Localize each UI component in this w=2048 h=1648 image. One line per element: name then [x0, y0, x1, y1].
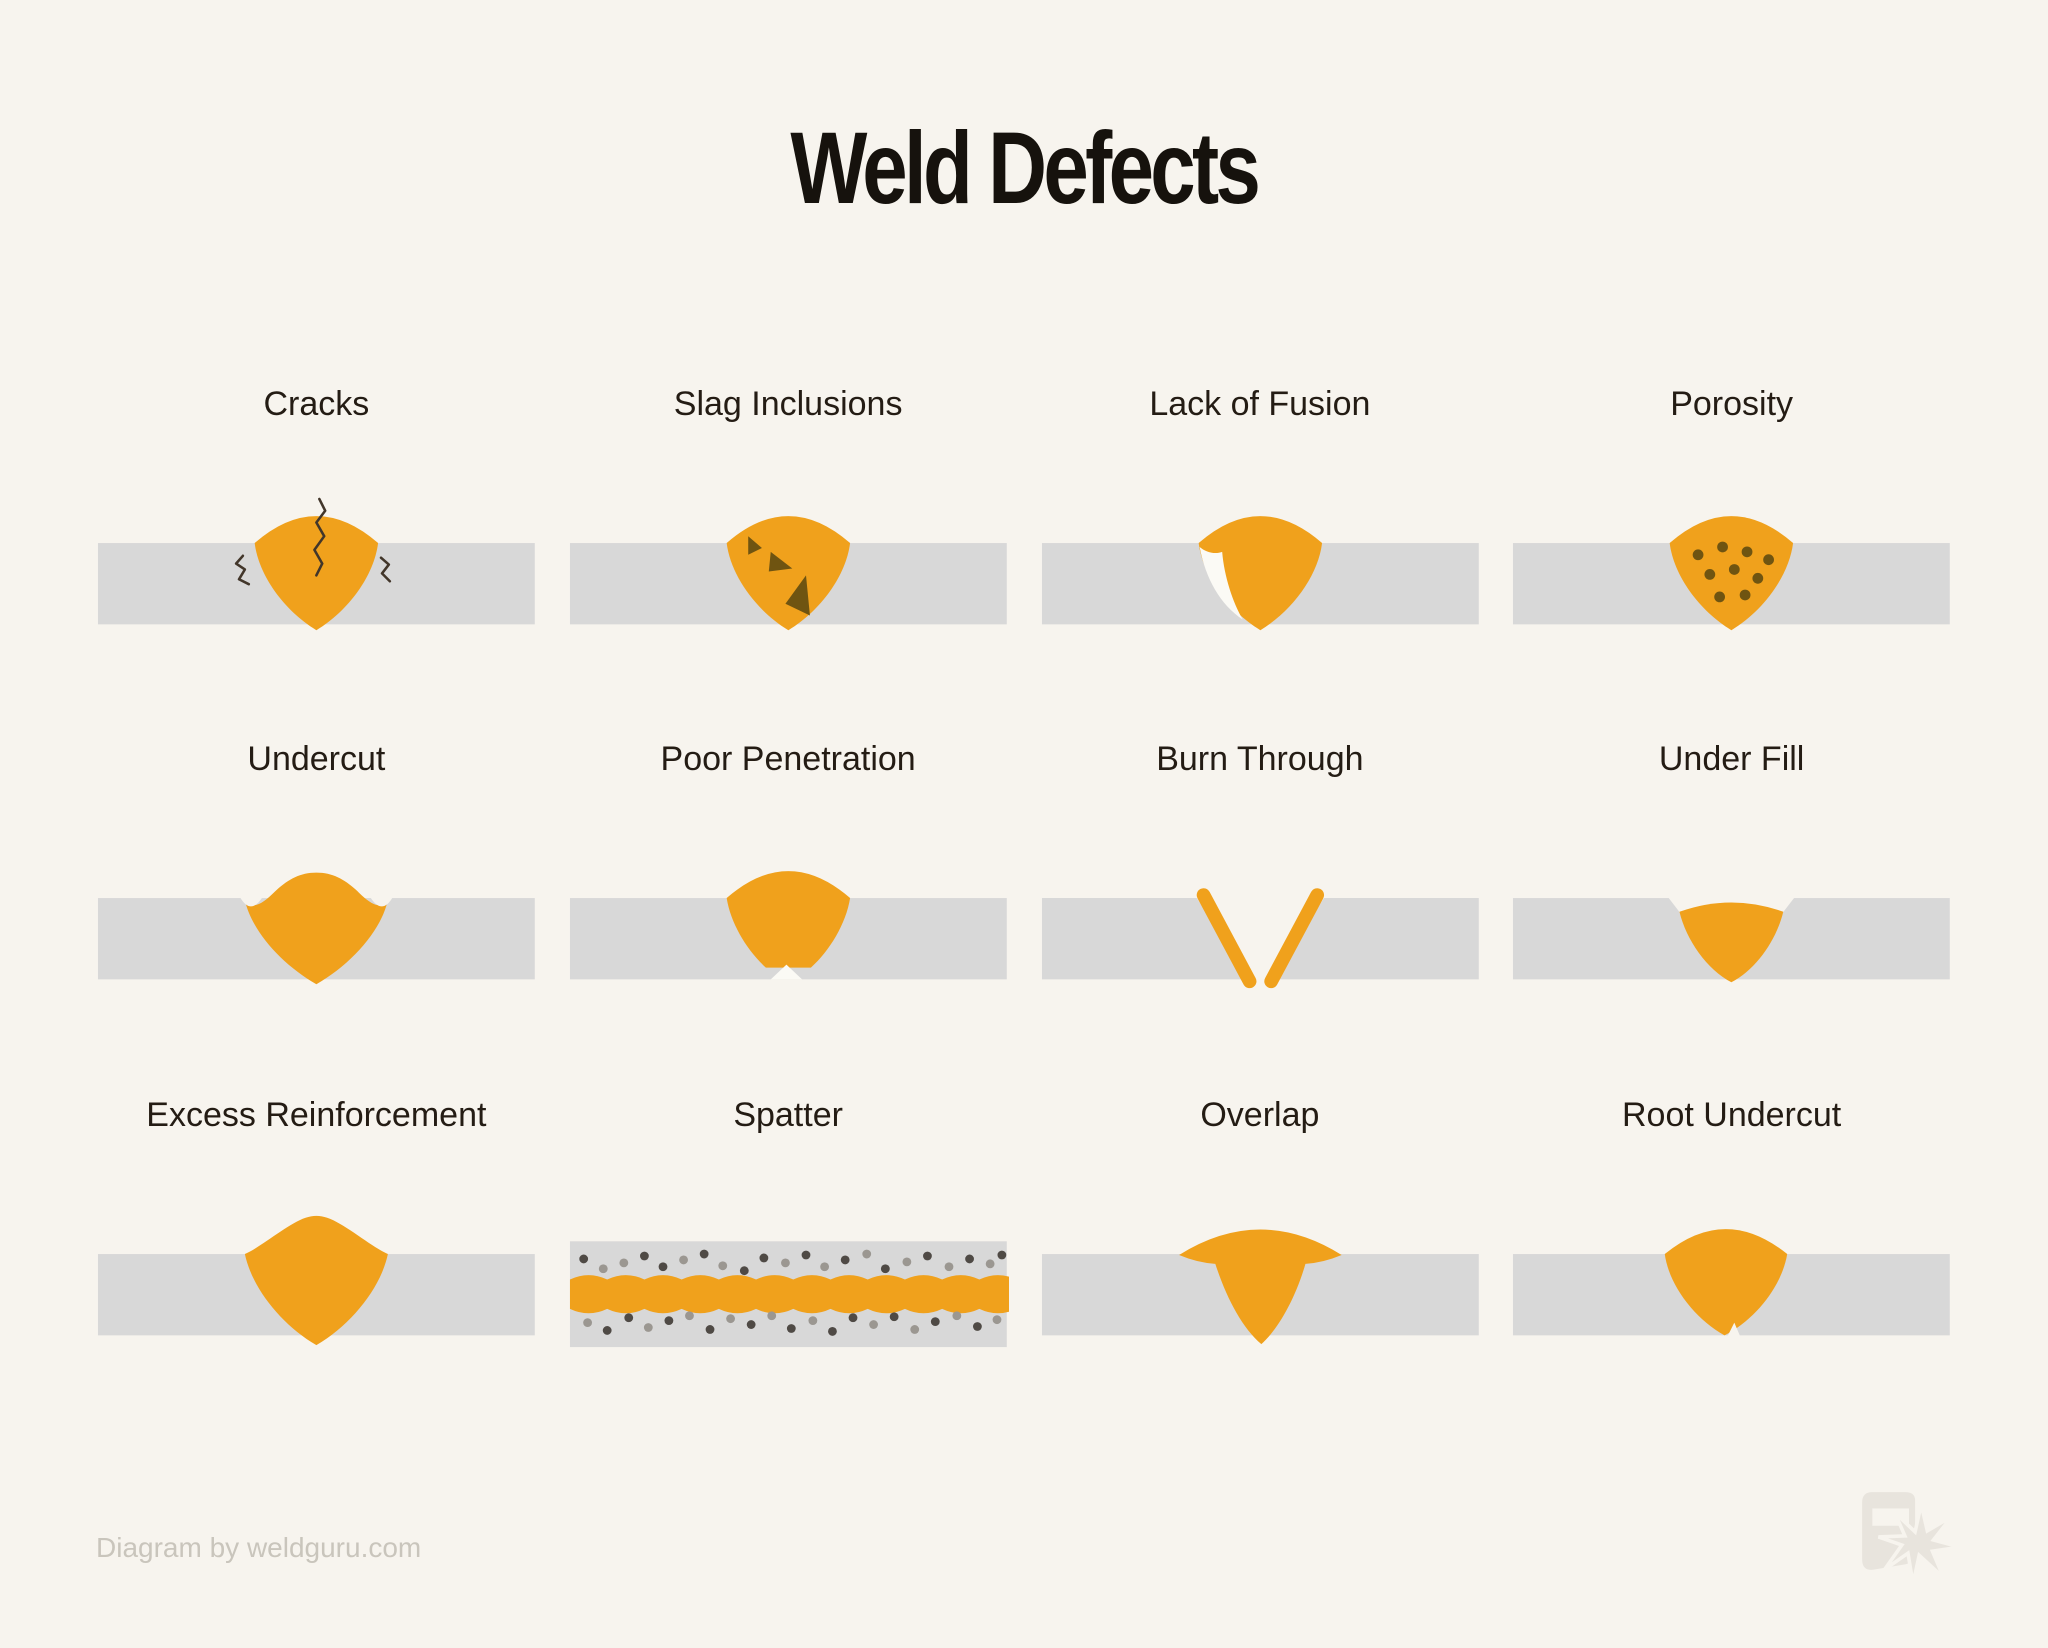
poor-penetration-illustration	[569, 871, 1007, 980]
undercut-notch	[239, 897, 263, 907]
weld-bead	[1665, 1228, 1788, 1336]
weld-bead	[244, 1215, 388, 1345]
weld-bead	[1679, 902, 1784, 983]
defect-label: Spatter	[733, 1095, 843, 1134]
weld-bead	[726, 871, 850, 969]
weldguru-logo	[1862, 1492, 1961, 1585]
crack-marks	[234, 554, 251, 586]
defect-cell-slag-inclusions: Slag Inclusions	[568, 382, 1009, 675]
defect-label: Slag Inclusions	[673, 385, 903, 424]
cracks-illustration	[97, 497, 535, 631]
root-undercut-notch	[1727, 1322, 1741, 1337]
root-gap	[770, 965, 802, 980]
porosity-pores	[1692, 541, 1775, 603]
defect-label: Overlap	[1200, 1095, 1320, 1134]
excess-reinforcement-illustration	[97, 1215, 535, 1345]
page-title: Weld Defects	[790, 111, 1262, 225]
spatter-dots	[579, 1249, 1007, 1336]
credit-text: Diagram by weldguru.com	[96, 1532, 422, 1563]
overlap-illustration	[1041, 1229, 1479, 1344]
defect-cell-poor-penetration: Poor Penetration	[568, 737, 1009, 1030]
defect-label: Excess Reinforcement	[146, 1095, 487, 1134]
root-undercut-illustration	[1513, 1228, 1951, 1337]
undercut-notch	[370, 897, 393, 907]
fusion-gap	[1199, 547, 1243, 620]
crack-marks	[379, 556, 392, 583]
defect-cell-lack-of-fusion: Lack of Fusion	[1040, 382, 1481, 675]
slag-inclusions-illustration	[569, 516, 1007, 631]
defect-label: Undercut	[247, 740, 386, 779]
defect-cell-excess-reinforcement: Excess Reinforcement	[96, 1093, 537, 1386]
defect-label: Root Undercut	[1622, 1095, 1842, 1134]
defect-label: Burn Through	[1156, 740, 1364, 779]
defect-label: Cracks	[263, 385, 370, 424]
defect-label: Lack of Fusion	[1149, 385, 1371, 424]
defect-cell-undercut: Undercut	[96, 737, 537, 1030]
burn-through-illustration	[1041, 888, 1479, 989]
defect-cell-spatter: Spatter	[568, 1093, 1009, 1386]
burnthrough-weld-edge	[1263, 888, 1324, 989]
crack-marks	[313, 497, 327, 577]
undercut-illustration	[97, 873, 535, 985]
plate-right	[1271, 898, 1479, 980]
slag-inclusion	[768, 552, 793, 572]
weld-seam	[569, 1274, 1009, 1314]
defect-cell-porosity: Porosity	[1511, 382, 1952, 675]
defect-label: Porosity	[1670, 385, 1794, 424]
defect-cell-root-undercut: Root Undercut	[1511, 1093, 1952, 1386]
defect-cell-overlap: Overlap	[1040, 1093, 1481, 1386]
plate-left	[1041, 898, 1249, 980]
defect-label: Under Fill	[1658, 740, 1805, 779]
spatter-illustration	[569, 1241, 1009, 1347]
lack-of-fusion-illustration	[1041, 516, 1479, 631]
slag-inclusion	[747, 536, 762, 555]
slag-inclusion	[785, 575, 810, 616]
defect-cell-burn-through: Burn Through	[1040, 737, 1481, 1030]
weld-bead	[1178, 1229, 1342, 1344]
defect-label: Poor Penetration	[660, 740, 916, 779]
defects-grid: Cracks Slag Inclusions Lack of Fusion	[96, 382, 1952, 1386]
burnthrough-weld-edge	[1196, 888, 1256, 989]
weld-bead	[244, 873, 388, 985]
defect-cell-cracks: Cracks	[96, 382, 537, 675]
under-fill-illustration	[1513, 898, 1951, 983]
porosity-illustration	[1513, 516, 1951, 631]
defect-cell-under-fill: Under Fill	[1511, 737, 1952, 1030]
